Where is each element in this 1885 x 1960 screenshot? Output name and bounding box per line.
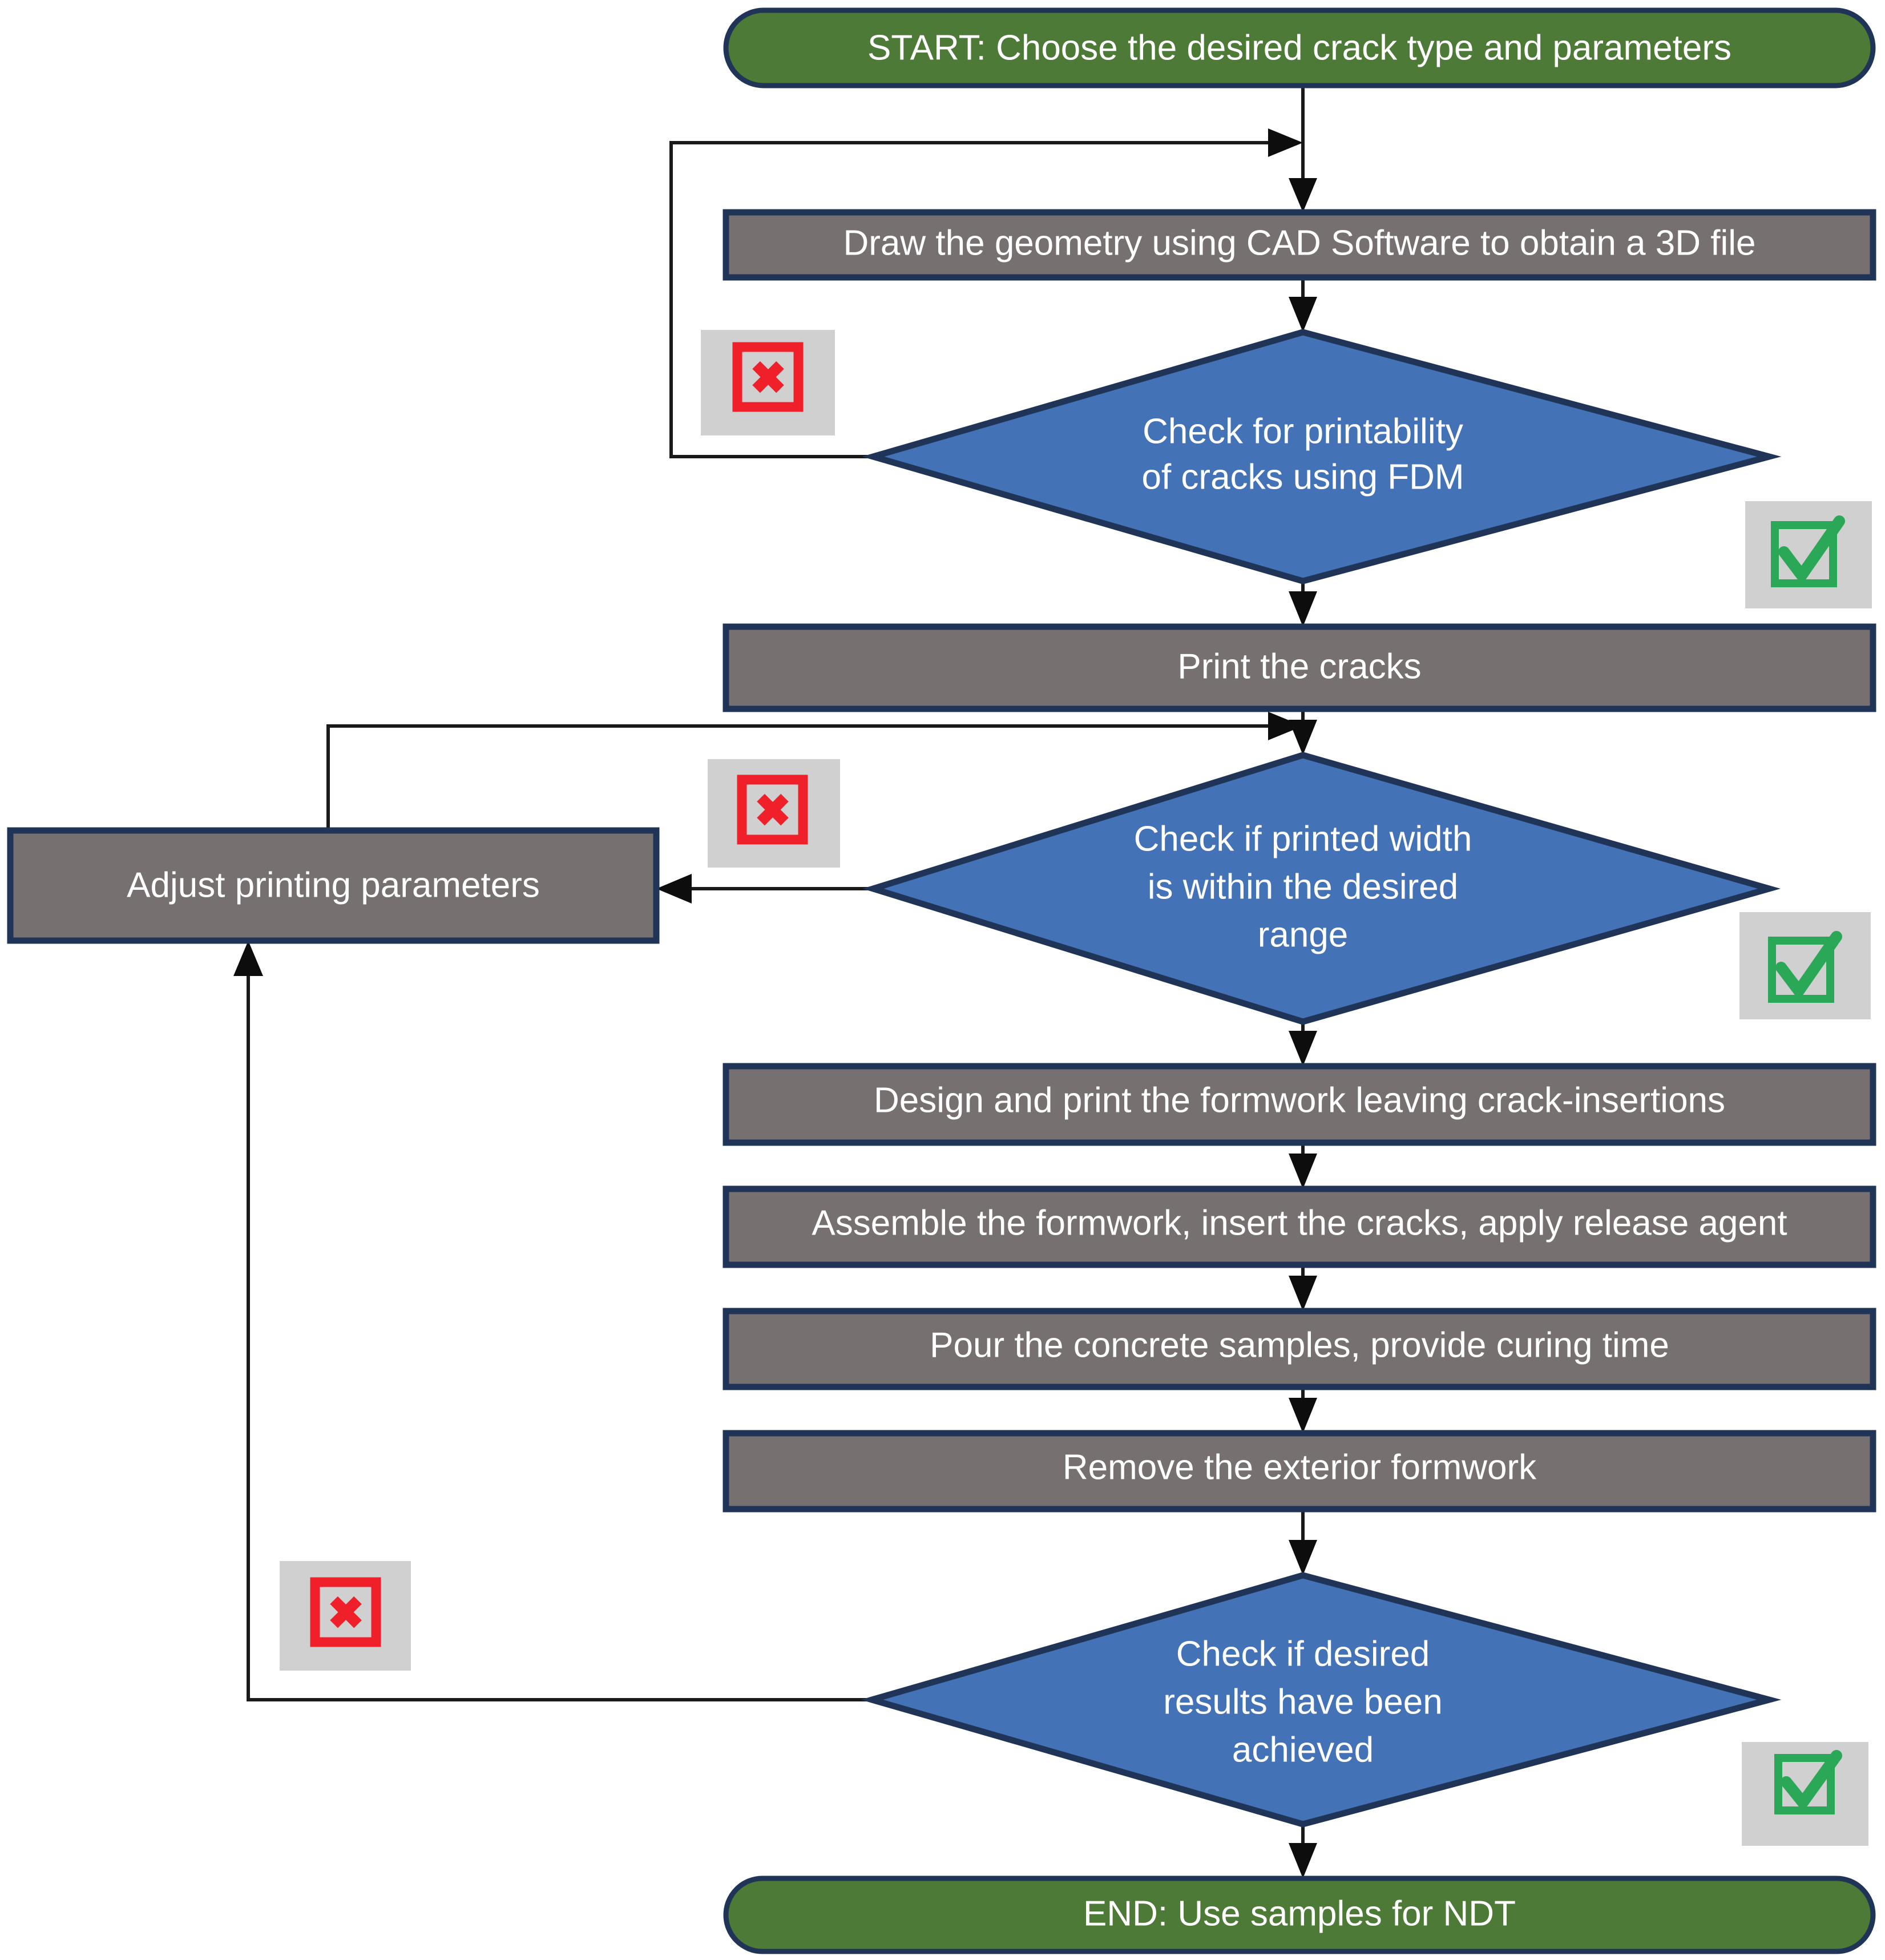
check-results-line-2: results have been xyxy=(1163,1682,1442,1721)
check-printability-line-2: of cracks using FDM xyxy=(1141,457,1464,497)
assemble-formwork-shape[interactable] xyxy=(722,1185,1876,1268)
node-adjust-params[interactable]: Adjust printing parameters xyxy=(7,827,660,944)
node-end[interactable]: END: Use samples for NDT xyxy=(723,1876,1876,1954)
check-printability-line-1: Check for printability xyxy=(1143,412,1463,451)
edge-check-printability-to-print xyxy=(1289,581,1317,627)
design-formwork-label: Design and print the formwork leaving cr… xyxy=(874,1080,1725,1120)
print-cracks-label: Print the cracks xyxy=(1177,647,1421,686)
remove-formwork-label: Remove the exterior formwork xyxy=(1063,1447,1537,1487)
edge-print-to-check-width xyxy=(1289,709,1317,755)
start-terminal-shape[interactable] xyxy=(723,7,1876,88)
edge-check-width-to-adjust xyxy=(656,874,873,904)
check-in-box-icon xyxy=(1768,931,1842,1003)
badge-accept-printability xyxy=(1745,501,1872,608)
badge-accept-results xyxy=(1742,1742,1868,1846)
check-printability-shape[interactable] xyxy=(862,329,1782,584)
edge-pour-to-remove xyxy=(1289,1387,1317,1433)
check-results-line-3: achieved xyxy=(1232,1730,1374,1769)
check-width-line-3: range xyxy=(1258,915,1349,954)
assemble-formwork-label: Assemble the formwork, insert the cracks… xyxy=(812,1203,1787,1243)
node-remove-formwork[interactable]: Remove the exterior formwork xyxy=(722,1430,1876,1513)
edge-cad-to-check-printability xyxy=(1289,277,1317,332)
check-width-line-1: Check if printed width xyxy=(1134,819,1472,858)
node-start[interactable]: START: Choose the desired crack type and… xyxy=(723,7,1876,88)
node-assemble-formwork[interactable]: Assemble the formwork, insert the cracks… xyxy=(722,1185,1876,1268)
check-results-line-1: Check if desired xyxy=(1176,1634,1430,1673)
remove-formwork-shape[interactable] xyxy=(722,1430,1876,1513)
edge-adjust-to-print-loop xyxy=(326,712,1303,830)
edge-check-results-to-end xyxy=(1289,1824,1317,1878)
node-design-formwork[interactable]: Design and print the formwork leaving cr… xyxy=(722,1063,1876,1146)
print-cracks-shape[interactable] xyxy=(722,623,1876,712)
connectors-layer xyxy=(233,86,1317,1878)
check-width-shape[interactable] xyxy=(862,752,1781,1025)
x-in-box-icon: ✖ xyxy=(732,342,804,412)
edge-check-results-reject-loop xyxy=(233,941,872,1701)
end-terminal-label: END: Use samples for NDT xyxy=(1083,1894,1516,1933)
check-results-shape[interactable] xyxy=(861,1572,1782,1828)
pour-concrete-shape[interactable] xyxy=(722,1308,1876,1390)
x-in-box-icon: ✖ xyxy=(310,1577,381,1647)
badge-reject-width: ✖ xyxy=(708,759,840,868)
pour-concrete-label: Pour the concrete samples, provide curin… xyxy=(930,1325,1669,1365)
edge-assemble-to-pour xyxy=(1289,1265,1317,1311)
node-pour-concrete[interactable]: Pour the concrete samples, provide curin… xyxy=(722,1308,1876,1390)
accept-printability-backdrop xyxy=(1745,501,1872,608)
edge-check-width-to-design xyxy=(1289,1022,1317,1066)
check-width-line-2: is within the desired xyxy=(1148,867,1459,906)
draw-cad-label: Draw the geometry using CAD Software to … xyxy=(843,223,1756,263)
design-formwork-shape[interactable] xyxy=(722,1063,1876,1146)
accept-width-backdrop xyxy=(1739,912,1871,1019)
badge-reject-results: ✖ xyxy=(280,1561,411,1671)
edge-design-to-assemble xyxy=(1289,1143,1317,1189)
edge-check-printability-reject-loop xyxy=(669,128,1303,458)
edge-remove-to-check-results xyxy=(1289,1509,1317,1575)
node-print-cracks[interactable]: Print the cracks xyxy=(722,623,1876,712)
badge-reject-printability: ✖ xyxy=(701,330,835,435)
node-draw-cad[interactable]: Draw the geometry using CAD Software to … xyxy=(722,209,1876,281)
node-check-results[interactable]: Check if desired results have been achie… xyxy=(861,1572,1782,1828)
draw-cad-shape[interactable] xyxy=(722,209,1876,281)
check-in-box-icon xyxy=(1771,515,1845,587)
x-in-box-icon: ✖ xyxy=(737,775,808,845)
end-terminal-shape[interactable] xyxy=(723,1876,1876,1954)
adjust-params-label: Adjust printing parameters xyxy=(127,865,540,905)
svg-text:✖: ✖ xyxy=(327,1588,364,1638)
edge-start-to-cad xyxy=(1289,86,1317,212)
adjust-params-shape[interactable] xyxy=(7,827,660,944)
badge-accept-width xyxy=(1739,912,1871,1019)
svg-text:✖: ✖ xyxy=(749,353,786,403)
node-check-printability[interactable]: Check for printability of cracks using F… xyxy=(862,329,1782,584)
svg-text:✖: ✖ xyxy=(754,785,791,836)
check-in-box-icon xyxy=(1774,1750,1842,1814)
start-terminal-label: START: Choose the desired crack type and… xyxy=(867,28,1731,67)
node-check-width[interactable]: Check if printed width is within the des… xyxy=(862,752,1781,1025)
